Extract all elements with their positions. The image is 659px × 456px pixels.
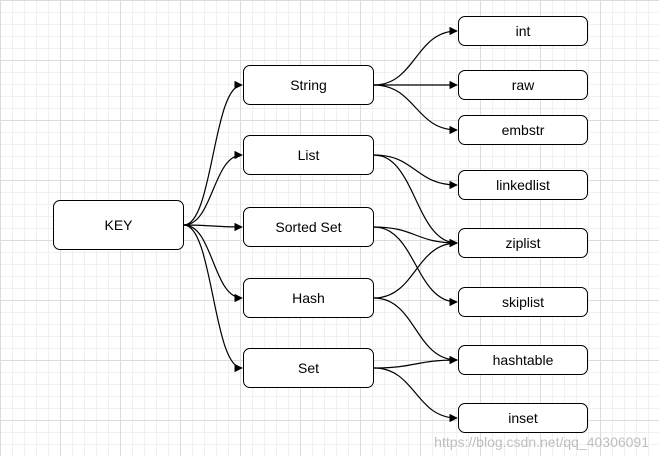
encoding-node-linkedlist: linkedlist	[458, 170, 588, 200]
connector-string-to-int	[373, 26, 458, 86]
type-node-list: List	[243, 135, 374, 175]
connector-list-to-ziplist	[373, 154, 458, 248]
encoding-node-raw: raw	[458, 70, 588, 100]
key-node: KEY	[53, 200, 184, 250]
connector-key-to-string	[183, 80, 243, 226]
watermark: https://blog.csdn.net/qq_40306091	[434, 434, 649, 450]
type-node-sorted-set: Sorted Set	[243, 207, 374, 247]
connector-set-to-hashtable	[373, 355, 458, 369]
connector-list-to-linkedlist	[373, 154, 458, 190]
encoding-node-ziplist: ziplist	[458, 228, 588, 258]
connector-key-to-sorted_set	[183, 222, 243, 232]
encoding-node-skiplist: skiplist	[458, 287, 588, 317]
encoding-node-int: int	[458, 16, 588, 46]
connector-sorted_set-to-ziplist	[373, 226, 458, 248]
encoding-node-hashtable: hashtable	[458, 345, 588, 375]
connector-hash-to-ziplist	[373, 238, 458, 299]
type-node-string: String	[243, 65, 374, 105]
connector-sorted_set-to-skiplist	[373, 226, 458, 307]
encoding-node-inset: inset	[458, 403, 588, 433]
connector-key-to-hash	[183, 224, 243, 303]
type-node-hash: Hash	[243, 278, 374, 318]
connector-hash-to-hashtable	[373, 297, 458, 365]
connector-key-to-list	[183, 150, 243, 226]
type-node-set: Set	[243, 348, 374, 388]
connector-key-to-set	[183, 224, 243, 373]
connector-string-to-embstr	[373, 84, 458, 135]
encoding-node-embstr: embstr	[458, 115, 588, 145]
connector-set-to-inset	[373, 367, 458, 423]
